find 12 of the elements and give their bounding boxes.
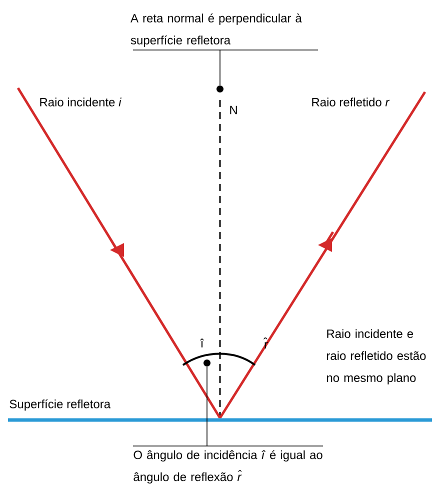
label: Superfície refletora (10, 399, 111, 411)
label: Raio incidente e raio refletido estão no mesmo plano (327, 329, 426, 384)
point-dot (216, 86, 224, 92)
label: r̂ (263, 338, 268, 348)
label: Raio refletido r (312, 98, 390, 106)
label: Raio incidente i (40, 98, 122, 106)
point-dot (204, 360, 210, 366)
label: î (200, 338, 204, 348)
label: N (230, 106, 237, 114)
callout-text: O ângulo de incidência î é igual ao ângulo de reflexão r̂ (132, 446, 324, 484)
callout-text: A reta normal é perpendicular à superfície refletora (130, 14, 318, 50)
leader-line (206, 366, 208, 446)
